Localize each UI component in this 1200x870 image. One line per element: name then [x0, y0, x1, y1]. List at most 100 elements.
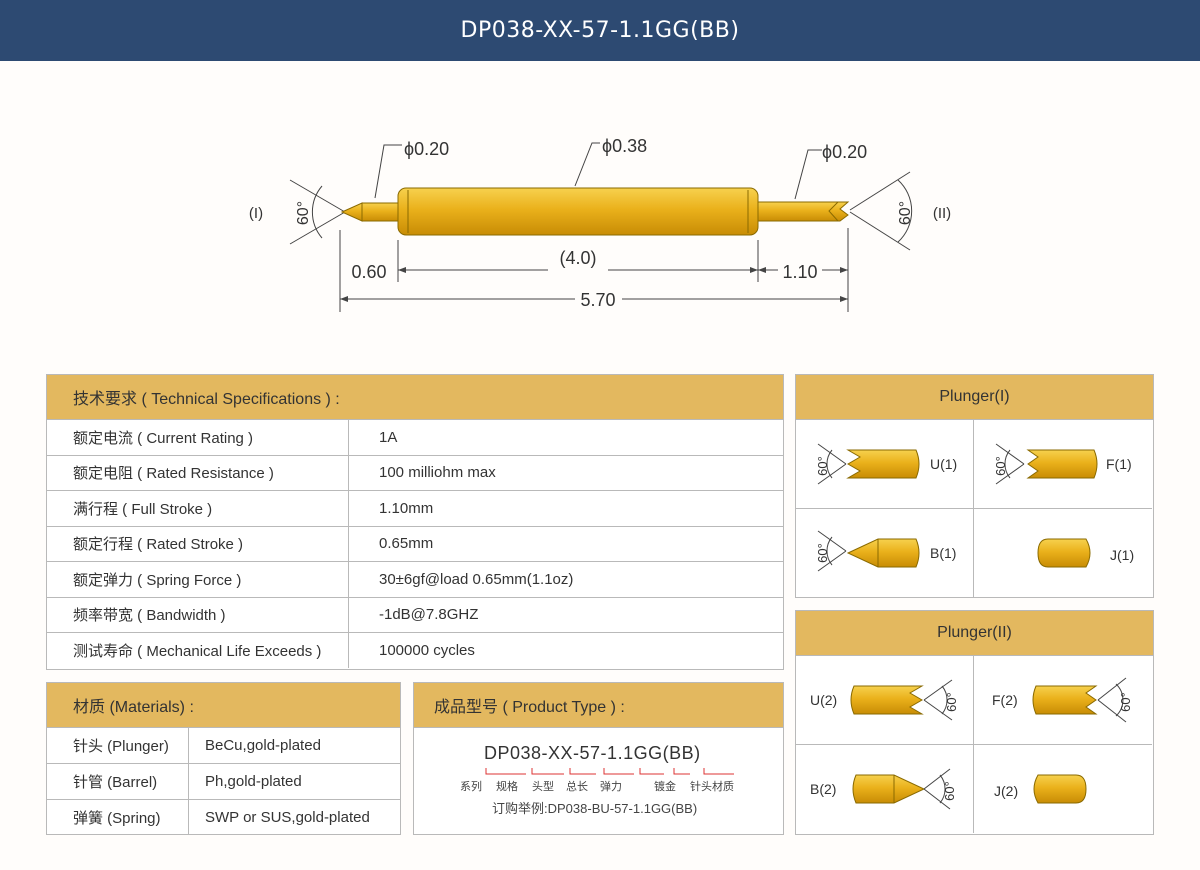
specs-panel: 技术要求 ( Technical Specifications ) : 额定电流… — [46, 374, 784, 670]
spec-row: 额定电流 ( Current Rating ) 1A — [47, 420, 783, 456]
barrel — [397, 187, 759, 236]
material-label: 针头 (Plunger) — [47, 728, 189, 763]
plunger2-panel: Plunger(II) 60° U(2) 60° F(2) 60° — [795, 610, 1154, 835]
spec-label: 额定电流 ( Current Rating ) — [47, 420, 349, 455]
plunger-code: J(1) — [1110, 547, 1135, 563]
spec-label: 额定行程 ( Rated Stroke ) — [47, 526, 349, 561]
spec-value: 100 milliohm max — [379, 464, 496, 482]
product-example: 订购举例:DP038-BU-57-1.1GG(BB) — [492, 801, 698, 816]
left-angle-label: 60° — [295, 201, 312, 225]
product-code-parts: 系列 规格 头型总长弹力 镀金 针头材质 — [458, 778, 758, 794]
product-part-label: 弹力 — [600, 781, 622, 793]
product-code: DP038-XX-57-1.1GG(BB) — [484, 743, 701, 763]
u2-shape — [850, 685, 924, 715]
dim-barrel-length: (4.0) — [559, 248, 596, 268]
dim-stroke-length: 1.10 — [782, 262, 817, 282]
material-row: 针头 (Plunger) BeCu,gold-plated — [47, 728, 400, 764]
product-part-label: 系列 — [460, 781, 482, 793]
material-value: SWP or SUS,gold-plated — [205, 809, 370, 826]
product-header: 成品型号 ( Product Type ) : — [414, 683, 783, 728]
plunger-f1-cell: 60° F(1) — [974, 420, 1152, 509]
j1-shape — [1037, 538, 1091, 568]
left-angle-mark — [289, 179, 346, 245]
plunger-u2-cell: 60° U(2) — [796, 656, 974, 745]
specs-rows: 额定电流 ( Current Rating ) 1A 额定电阻 ( Rated Re… — [47, 420, 783, 668]
dia-center-label: ϕ0.38 — [602, 136, 647, 156]
angle-label: 60° — [815, 543, 830, 563]
spec-row: 额定电阻 ( Rated Resistance ) 100 milliohm ma… — [47, 455, 783, 491]
spec-row: 测试寿命 ( Mechanical Life Exceeds ) 100000 c… — [47, 633, 783, 668]
plunger-b2-cell: 60° B(2) — [796, 745, 974, 833]
spec-label: 额定弹力 ( Spring Force ) — [47, 562, 349, 597]
pin-drawing: 60° (I) 60° (II) ϕ0.20 ϕ0.38 ϕ0.20 — [249, 136, 951, 312]
product-part-label: 镀金 — [654, 781, 676, 793]
plunger-b1-cell: 60° B(1) — [796, 509, 974, 597]
title-bar: DP038-XX-57-1.1GG(BB) — [0, 0, 1200, 61]
f2-shape — [1032, 685, 1098, 715]
dim-total-length: 5.70 — [580, 290, 615, 310]
plunger-code: F(1) — [1106, 456, 1132, 472]
material-value: BeCu,gold-plated — [205, 737, 321, 754]
right-angle-label: 60° — [897, 201, 914, 225]
plunger2-header: Plunger(II) — [796, 611, 1153, 656]
right-end-label: (II) — [933, 205, 951, 222]
spec-label: 额定电阻 ( Rated Resistance ) — [47, 455, 349, 490]
spec-row: 满行程 ( Full Stroke ) 1.10mm — [47, 491, 783, 527]
right-angle-mark — [849, 171, 913, 251]
plunger-code: F(2) — [992, 692, 1018, 708]
spec-row: 额定弹力 ( Spring Force ) 30±6gf@load 0.65mm(… — [47, 562, 783, 598]
u1-shape — [846, 449, 920, 479]
plunger-code: J(2) — [994, 783, 1019, 799]
product-part-label: 总长 — [566, 781, 588, 793]
page-title: DP038-XX-57-1.1GG(BB) — [460, 18, 740, 43]
spec-value: 1A — [379, 428, 398, 446]
specs-header: 技术要求 ( Technical Specifications ) : — [47, 375, 783, 420]
materials-header: 材质 (Materials) : — [47, 683, 400, 728]
angle-label: 60° — [942, 781, 957, 801]
product-part-label: 规格 — [496, 781, 518, 793]
b1-shape — [846, 538, 920, 568]
plunger-code: B(2) — [810, 781, 837, 797]
specs-title: 技术要求 ( Technical Specifications ) : — [73, 391, 340, 408]
plunger-code: B(1) — [930, 545, 957, 561]
plunger-j1-cell: J(1) — [974, 509, 1152, 597]
plunger1-header: Plunger(I) — [796, 375, 1153, 420]
f1-shape — [1026, 449, 1098, 479]
material-label: 针管 (Barrel) — [47, 764, 189, 799]
b2-shape — [852, 774, 926, 804]
dim-head-length: 0.60 — [351, 262, 386, 282]
spec-row: 频率带宽 ( Bandwidth ) -1dB@7.8GHZ — [47, 597, 783, 633]
spec-label: 满行程 ( Full Stroke ) — [47, 491, 349, 526]
plunger-j2-cell: J(2) — [974, 745, 1152, 833]
plunger-f2-cell: 60° F(2) — [974, 656, 1152, 745]
materials-rows: 针头 (Plunger) BeCu,gold-plated 针管 (Barrel) P… — [47, 728, 400, 835]
right-plunger — [757, 201, 850, 222]
left-end-label: (I) — [249, 205, 263, 222]
left-plunger-tip — [340, 202, 363, 222]
j2-shape — [1033, 774, 1087, 804]
material-value: Ph,gold-plated — [205, 773, 302, 790]
material-row: 针管 (Barrel) Ph,gold-plated — [47, 764, 400, 800]
material-row: 弹簧 (Spring) SWP or SUS,gold-plated — [47, 800, 400, 835]
product-code-underlines — [485, 768, 734, 775]
dia-left-label: ϕ0.20 — [404, 139, 449, 159]
angle-label: 60° — [1118, 692, 1133, 712]
spec-label: 频率带宽 ( Bandwidth ) — [47, 597, 349, 632]
materials-panel: 材质 (Materials) : 针头 (Plunger) BeCu,gold-p… — [46, 682, 401, 835]
product-title: 成品型号 ( Product Type ) : — [434, 699, 625, 716]
product-part-label: 针头材质 — [690, 781, 734, 793]
plunger2-title: Plunger(II) — [937, 624, 1012, 641]
spec-value: 30±6gf@load 0.65mm(1.1oz) — [379, 570, 574, 588]
spec-value: 1.10mm — [379, 499, 434, 517]
product-panel: 成品型号 ( Product Type ) : DP038-XX-57-1.1G… — [413, 682, 784, 835]
plunger1-panel: Plunger(I) 60° U(1) 60° F(1) 60° — [795, 374, 1154, 598]
plunger1-title: Plunger(I) — [939, 388, 1010, 405]
product-part-label: 头型 — [532, 781, 554, 793]
spec-value: -1dB@7.8GHZ — [379, 606, 479, 624]
plunger-code: U(2) — [810, 692, 838, 708]
material-label: 弹簧 (Spring) — [47, 800, 189, 835]
spec-label: 测试寿命 ( Mechanical Life Exceeds ) — [47, 633, 349, 668]
plunger-u1-cell: 60° U(1) — [796, 420, 974, 509]
angle-label: 60° — [815, 456, 830, 476]
spec-value: 100000 cycles — [379, 641, 475, 659]
